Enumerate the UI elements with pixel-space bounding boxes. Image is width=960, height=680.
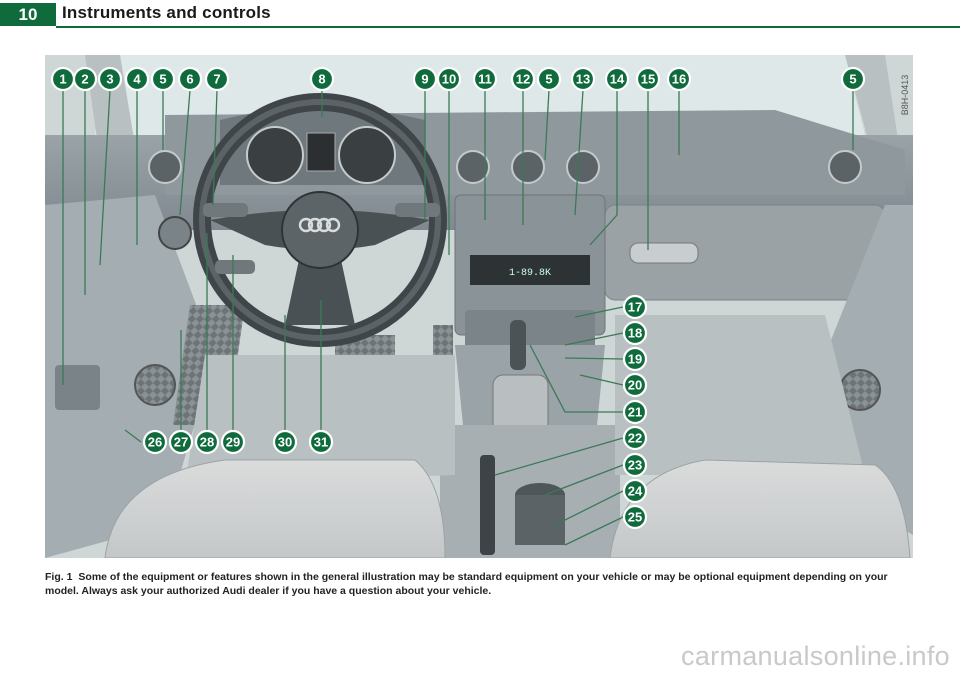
figure-code-text: B8H-0413 [900,74,910,116]
svg-text:5: 5 [159,72,166,87]
callout-26: 26 [142,429,168,455]
callout-5c: 5 [840,66,866,92]
callout-15: 15 [635,66,661,92]
callout-19: 19 [622,346,648,372]
page-header: 10 Instruments and controls [0,0,960,28]
svg-text:13: 13 [576,72,590,87]
callout-27: 27 [168,429,194,455]
figure-code: B8H-0413 [898,60,912,130]
callout-8: 8 [309,66,335,92]
callout-10: 10 [436,66,462,92]
svg-text:27: 27 [174,435,188,450]
svg-text:21: 21 [628,405,642,420]
svg-text:4: 4 [133,72,141,87]
svg-text:20: 20 [628,378,642,393]
svg-text:16: 16 [672,72,686,87]
svg-text:9: 9 [421,72,428,87]
callout-16: 16 [666,66,692,92]
caption-text: Some of the equipment or features shown … [45,571,888,597]
callout-24: 24 [622,478,648,504]
radio-display-text: 1-89.8K [509,268,551,279]
svg-text:5: 5 [849,72,856,87]
svg-text:17: 17 [628,300,642,315]
svg-text:26: 26 [148,435,162,450]
callout-3: 3 [97,66,123,92]
svg-text:2: 2 [81,72,88,87]
callout-4: 4 [124,66,150,92]
callout-12: 12 [510,66,536,92]
svg-text:29: 29 [226,435,240,450]
svg-text:30: 30 [278,435,292,450]
svg-text:7: 7 [213,72,220,87]
callout-30: 30 [272,429,298,455]
svg-text:8: 8 [318,72,325,87]
callout-2: 2 [72,66,98,92]
svg-text:18: 18 [628,326,642,341]
page-number: 10 [0,3,56,26]
svg-text:24: 24 [628,484,643,499]
callout-21: 21 [622,399,648,425]
svg-text:19: 19 [628,352,642,367]
svg-text:1: 1 [59,72,66,87]
svg-text:6: 6 [186,72,193,87]
callout-25: 25 [622,504,648,530]
callout-13: 13 [570,66,596,92]
callout-22: 22 [622,425,648,451]
svg-text:31: 31 [314,435,328,450]
callout-14: 14 [604,66,630,92]
callout-5b: 5 [536,66,562,92]
callout-23: 23 [622,452,648,478]
callout-20: 20 [622,372,648,398]
callout-9: 9 [412,66,438,92]
svg-text:3: 3 [106,72,113,87]
svg-text:15: 15 [641,72,655,87]
svg-text:25: 25 [628,510,642,525]
header-rule [56,26,960,28]
svg-text:10: 10 [442,72,456,87]
callout-5: 5 [150,66,176,92]
svg-text:14: 14 [610,72,625,87]
callout-1: 1 [50,66,76,92]
callout-6: 6 [177,66,203,92]
callout-28: 28 [194,429,220,455]
chapter-title: Instruments and controls [62,3,271,22]
caption-label: Fig. 1 [45,571,73,583]
watermark: carmanualsonline.info [681,641,950,671]
callout-18: 18 [622,320,648,346]
dashboard-illustration: 1-89.8K [45,55,913,558]
dashboard-drawing: 1-89.8K [45,55,913,558]
callout-7: 7 [204,66,230,92]
svg-text:22: 22 [628,431,642,446]
callout-31: 31 [308,429,334,455]
svg-text:12: 12 [516,72,530,87]
callout-17: 17 [622,294,648,320]
callout-29: 29 [220,429,246,455]
svg-text:23: 23 [628,458,642,473]
callout-11: 11 [472,66,498,92]
svg-text:28: 28 [200,435,214,450]
svg-text:11: 11 [478,72,492,87]
svg-text:5: 5 [545,72,552,87]
